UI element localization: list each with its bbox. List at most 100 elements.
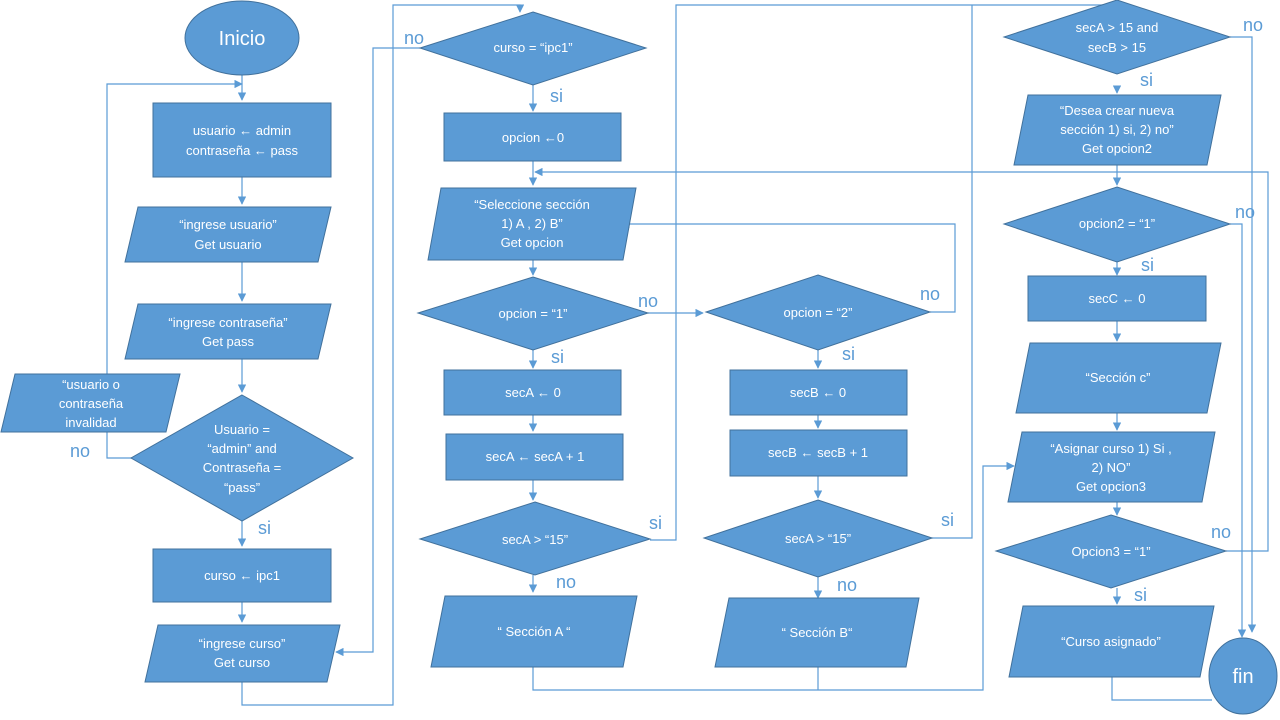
output-section-a — [430, 595, 638, 668]
input-curso-text-2: Get curso — [214, 655, 270, 670]
secA-inc-text: secA ← secA + 1 — [486, 449, 585, 464]
decision-full — [1002, 0, 1232, 75]
decision-credentials-text-1: Usuario = — [214, 422, 270, 437]
input-section — [427, 187, 637, 261]
decision-opcion2-text: opcion = “2” — [783, 305, 852, 320]
decision-credentials — [129, 394, 355, 522]
decision-secA — [418, 501, 652, 576]
branch-label-si: si — [1140, 70, 1153, 90]
output-invalid-text-1: “usuario o — [62, 377, 120, 392]
connector-to-curso-check — [241, 4, 525, 706]
branch-labels: no no si si no si si no no si si no no s… — [70, 15, 1263, 605]
decision-secB — [702, 499, 934, 578]
start-label: Inicio — [219, 28, 266, 50]
output-section-b-text: “ Sección B“ — [782, 625, 853, 640]
branch-label-si: si — [1134, 585, 1147, 605]
decision-credentials-text-2: “admin” and — [207, 441, 276, 456]
branch-label-no: no — [1235, 202, 1255, 222]
input-curso — [144, 624, 341, 683]
input-pass-text-1: “ingrese contraseña” — [168, 315, 287, 330]
branch-label-si: si — [1141, 255, 1154, 275]
init-text-1: usuario ← admin — [193, 123, 291, 138]
input-new-section — [1013, 94, 1222, 166]
decision-secB-text: secA > “15” — [785, 531, 851, 546]
input-new-section-text-1: “Desea crear nueva — [1060, 103, 1175, 118]
decision-opcion2b-text: opcion2 = “1” — [1079, 216, 1155, 231]
output-assigned-text: “Curso asignado” — [1061, 634, 1161, 649]
output-assigned — [1008, 605, 1215, 678]
decision-curso — [418, 11, 648, 86]
end-node — [1208, 637, 1278, 715]
secA-zero-process — [443, 369, 622, 416]
secA-zero-text: secA ← 0 — [505, 385, 561, 400]
branch-label-no: no — [920, 284, 940, 304]
connector-invalid-loop — [106, 79, 243, 459]
branch-label-no: no — [404, 28, 424, 48]
input-pass-text-2: Get pass — [202, 334, 255, 349]
branch-label-si: si — [941, 510, 954, 530]
start-node — [184, 0, 300, 76]
input-new-section-text-3: Get opcion2 — [1082, 141, 1152, 156]
decision-opcion3-text: Opcion3 = “1” — [1071, 544, 1150, 559]
decision-full-text-1: secA > 15 and — [1076, 20, 1159, 35]
connectors — [106, 4, 1269, 706]
branch-label-no: no — [70, 441, 90, 461]
input-assign-course-text-1: “Asignar curso 1) Si , — [1050, 441, 1171, 456]
input-section-text-3: Get opcion — [501, 235, 564, 250]
output-invalid-text-3: invalidad — [65, 415, 116, 430]
output-invalid-text-2: contraseña — [59, 396, 124, 411]
decision-opcion3 — [994, 514, 1228, 589]
decision-secA-text: secA > “15” — [502, 532, 568, 547]
decision-credentials-text-4: “pass” — [224, 480, 260, 495]
branch-label-no: no — [837, 575, 857, 595]
secA-inc-process — [445, 433, 624, 481]
secB-inc-process — [729, 429, 908, 477]
decision-curso-text: curso = “ipc1” — [493, 40, 572, 55]
curso-process-text: curso ← ipc1 — [204, 568, 280, 583]
input-section-text-2: 1) A , 2) B” — [501, 216, 562, 231]
decision-opcion2b — [1002, 186, 1232, 263]
end-label: fin — [1232, 666, 1253, 688]
secB-zero-text: secB ← 0 — [790, 385, 846, 400]
input-assign-course — [1007, 431, 1216, 503]
connector-assigned-to-fin — [1111, 677, 1212, 701]
connector-sections-to-assign — [532, 461, 1015, 691]
output-section-c-text: “Sección c” — [1085, 370, 1150, 385]
branch-label-no: no — [1243, 15, 1263, 35]
output-section-b — [714, 597, 920, 668]
secC-zero-process — [1027, 275, 1207, 322]
input-section-text-1: “Seleccione sección — [474, 197, 590, 212]
branch-label-si: si — [551, 347, 564, 367]
input-assign-course-text-2: 2) NO” — [1092, 460, 1131, 475]
connector-opcion2-no — [621, 219, 956, 313]
decision-opcion2 — [704, 274, 932, 351]
decision-full-text-2: secB > 15 — [1088, 40, 1146, 55]
input-user-text-2: Get usuario — [194, 237, 261, 252]
connector-opcion3-no — [534, 167, 1269, 552]
connector-curso-no — [335, 47, 420, 657]
decision-opcion1 — [416, 276, 650, 351]
input-assign-course-text-3: Get opcion3 — [1076, 479, 1146, 494]
connector-secB-si — [930, 5, 973, 539]
opcion-init-text: opcion ←0 — [502, 130, 564, 145]
branch-label-no: no — [638, 291, 658, 311]
input-user-text-1: “ingrese usuario” — [179, 217, 277, 232]
output-invalid — [0, 373, 181, 433]
branch-label-si: si — [649, 513, 662, 533]
secC-zero-text: secC ← 0 — [1088, 291, 1145, 306]
branch-label-si: si — [550, 86, 563, 106]
input-curso-text-1: “ingrese curso” — [199, 636, 286, 651]
branch-label-no: no — [556, 572, 576, 592]
connector-full-no — [1230, 36, 1257, 633]
secB-inc-text: secB ← secB + 1 — [768, 445, 868, 460]
decision-credentials-text-3: Contraseña = — [203, 460, 281, 475]
branch-label-si: si — [842, 344, 855, 364]
output-section-a-text: “ Sección A “ — [498, 624, 571, 639]
init-text-2: contraseña ← pass — [186, 143, 299, 158]
input-user — [124, 206, 332, 263]
secB-zero-process — [729, 369, 908, 416]
output-section-c — [1015, 342, 1222, 414]
decision-opcion1-text: opcion = “1” — [498, 306, 567, 321]
branch-label-si: si — [258, 518, 271, 538]
init-process — [152, 102, 332, 178]
